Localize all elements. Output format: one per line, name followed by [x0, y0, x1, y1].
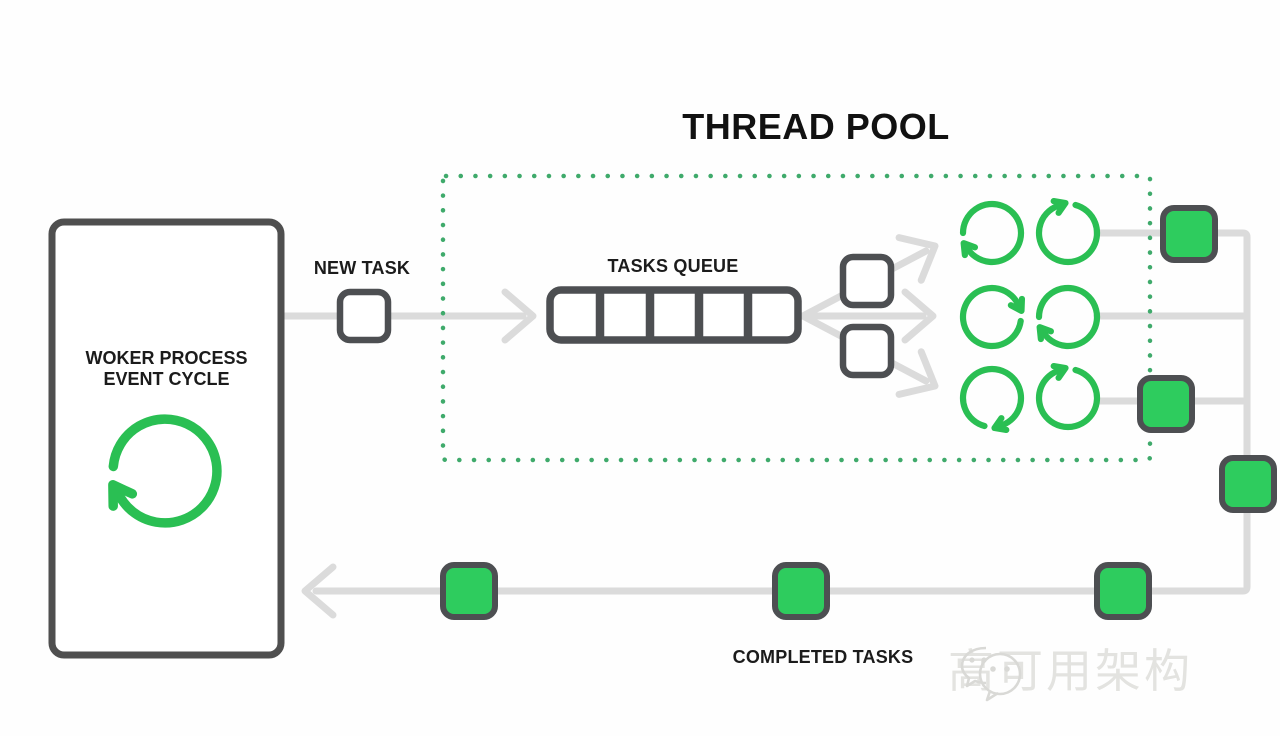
thread-cycle-arrow-icon-r1c1	[953, 196, 1029, 270]
worker-process-box	[48, 218, 285, 659]
worker-process-label: WOKER PROCESS EVENT CYCLE	[52, 348, 281, 390]
new-task-square	[336, 288, 392, 344]
tasks-queue	[546, 286, 802, 344]
thread-icons	[953, 196, 1105, 431]
return-path-line	[312, 229, 1251, 595]
completed-task-squares	[440, 205, 1277, 620]
flow-lines	[277, 229, 1251, 595]
green-task-square-6	[440, 562, 498, 620]
tasks-queue-label: TASKS QUEUE	[607, 256, 739, 276]
pending-task-square-1	[839, 253, 895, 309]
pending-task-square-2	[839, 323, 895, 379]
worker-process-label-line1: WOKER PROCESS	[85, 348, 248, 368]
green-task-square-3	[1219, 455, 1277, 513]
worker-process-label-line2: EVENT CYCLE	[103, 369, 230, 389]
thread-pool-boundary	[440, 173, 1153, 463]
watermark: 高可用架构	[948, 636, 1193, 706]
green-task-square-1	[1160, 205, 1218, 263]
thread-cycle-arrow-icon-r3c2	[1038, 365, 1098, 428]
green-task-square-2	[1137, 375, 1195, 433]
watermark-text: 高可用架构	[948, 645, 1193, 697]
completed-tasks-label: COMPLETED TASKS	[732, 647, 914, 667]
tasks-queue-dividers	[595, 291, 753, 339]
green-task-square-4	[1094, 562, 1152, 620]
tasks-queue-box	[546, 286, 802, 344]
page-title: THREAD POOL	[682, 106, 950, 147]
thread-cycle-arrow-icon-r3c1	[962, 368, 1022, 431]
new-task-label: NEW TASK	[313, 258, 411, 278]
green-task-square-5	[772, 562, 830, 620]
thread-cycle-arrow-icon-r2c2	[1029, 280, 1105, 354]
thread-cycle-arrow-icon-r1c2	[1038, 200, 1098, 263]
thread-cycle-arrow-icon-r2c1	[959, 283, 1028, 350]
wechat-bubbles-icon	[960, 646, 1022, 702]
